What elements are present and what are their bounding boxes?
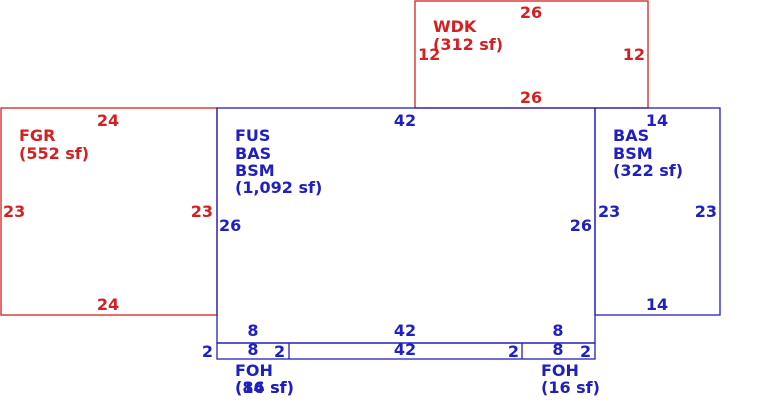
east-label-bsm: BSM <box>613 144 653 163</box>
fgr-dim-right: 23 <box>191 202 213 221</box>
foh-strip-dim-left: 2 <box>202 342 213 361</box>
main-dim-right: 26 <box>570 216 592 235</box>
fgr-label: FGR <box>19 126 55 145</box>
foh-east-dim-bottom: 8 <box>552 340 563 359</box>
wdk-dim-bottom: 26 <box>520 88 542 107</box>
foh-strip-dim-right: 2 <box>580 342 591 361</box>
foh-west-dim-bottom: 8 <box>247 340 258 359</box>
main-label-bsm: BSM <box>235 161 275 180</box>
main-outline <box>216 107 596 344</box>
foh-west-area-b: (84 sf) <box>235 378 294 397</box>
foh-west-dim-top: 8 <box>247 321 258 340</box>
wdk-label: WDK <box>433 17 477 36</box>
fgr-dim-top: 24 <box>97 111 119 130</box>
foh-west-label: FOH <box>235 361 273 380</box>
foh-strip-dim-inner-right: 2 <box>508 342 519 361</box>
fgr-dim-bottom: 24 <box>97 295 119 314</box>
foh-east-label: FOH <box>541 361 579 380</box>
east-label-bas: BAS <box>613 126 649 145</box>
east-area: (322 sf) <box>613 161 683 180</box>
foh-strip-outline <box>216 342 596 360</box>
east-outline <box>594 107 721 316</box>
main-area: (1,092 sf) <box>235 178 322 197</box>
fgr-dim-left: 23 <box>3 202 25 221</box>
wdk-dim-top: 26 <box>520 3 542 22</box>
foh-strip-dim-bottom: 42 <box>394 340 416 359</box>
east-dim-right: 23 <box>695 202 717 221</box>
foh-strip-dim-top: 42 <box>394 321 416 340</box>
east-dim-left: 23 <box>598 202 620 221</box>
foh-east-area: (16 sf) <box>541 378 600 397</box>
wdk-area: (312 sf) <box>433 35 503 54</box>
east-dim-bottom: 14 <box>646 295 668 314</box>
foh-west-area-a: (16 sf) <box>235 378 294 397</box>
foh-strip-dim-inner-left: 2 <box>274 342 285 361</box>
main-dim-top: 42 <box>394 111 416 130</box>
main-dim-left: 26 <box>219 216 241 235</box>
fgr-area: (552 sf) <box>19 144 89 163</box>
east-dim-top: 14 <box>646 111 668 130</box>
main-label-bas: BAS <box>235 144 271 163</box>
foh-east-dim-top: 8 <box>552 321 563 340</box>
wdk-dim-right: 12 <box>623 45 645 64</box>
main-label-fus: FUS <box>235 126 270 145</box>
wdk-dim-left: 12 <box>418 45 440 64</box>
